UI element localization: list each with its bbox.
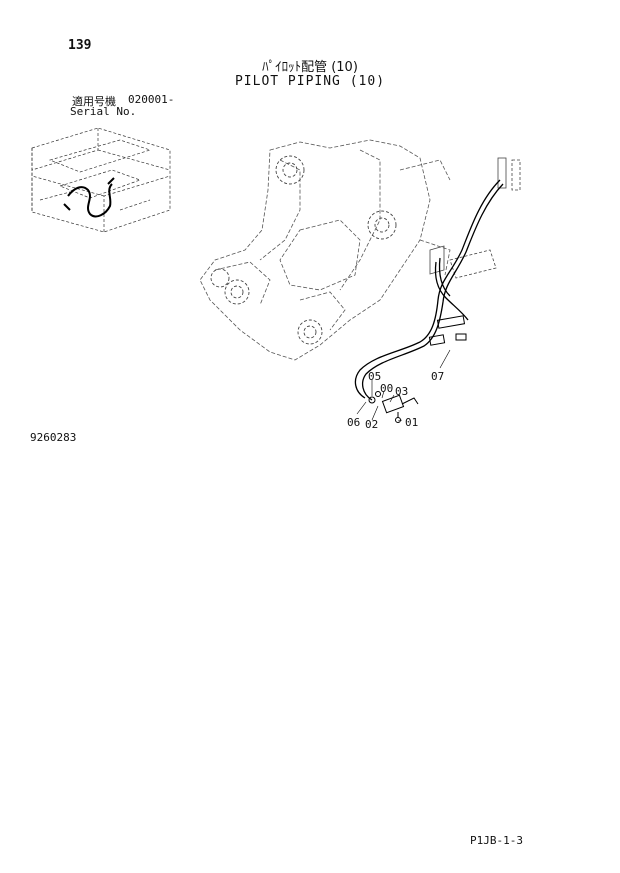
callout-01: 01 [405, 416, 418, 429]
page-number: 139 [68, 38, 92, 53]
figure-number: 9260283 [30, 431, 77, 444]
pilot-valve-fittings [368, 391, 419, 423]
key-map [31, 127, 171, 233]
serial-label-japanese: 適用号機 [72, 95, 116, 108]
hose-clamps [428, 315, 467, 346]
pin-bosses [210, 155, 397, 345]
mounting-bracket [429, 157, 521, 279]
callout-03: 03 [395, 385, 408, 398]
key-map-highlight [63, 177, 115, 218]
footer-code: P1JB-1-3 [470, 834, 523, 847]
title-english: PILOT PIPING (10) [234, 74, 386, 89]
serial-label-english: Serial No. [70, 105, 137, 118]
callout-02: 02 [365, 418, 378, 431]
callout-06: 06 [347, 416, 360, 429]
title-japanese: ﾊﾟｲﾛｯﾄ配管 (10) [262, 60, 358, 75]
callout-05: 05 [368, 370, 381, 383]
leader-lines [356, 349, 451, 422]
front-frame [199, 139, 451, 361]
serial-value: 020001- [128, 93, 175, 106]
pilot-hoses [354, 179, 504, 401]
callout-00: 00 [380, 382, 393, 395]
callout-07: 07 [431, 370, 444, 383]
